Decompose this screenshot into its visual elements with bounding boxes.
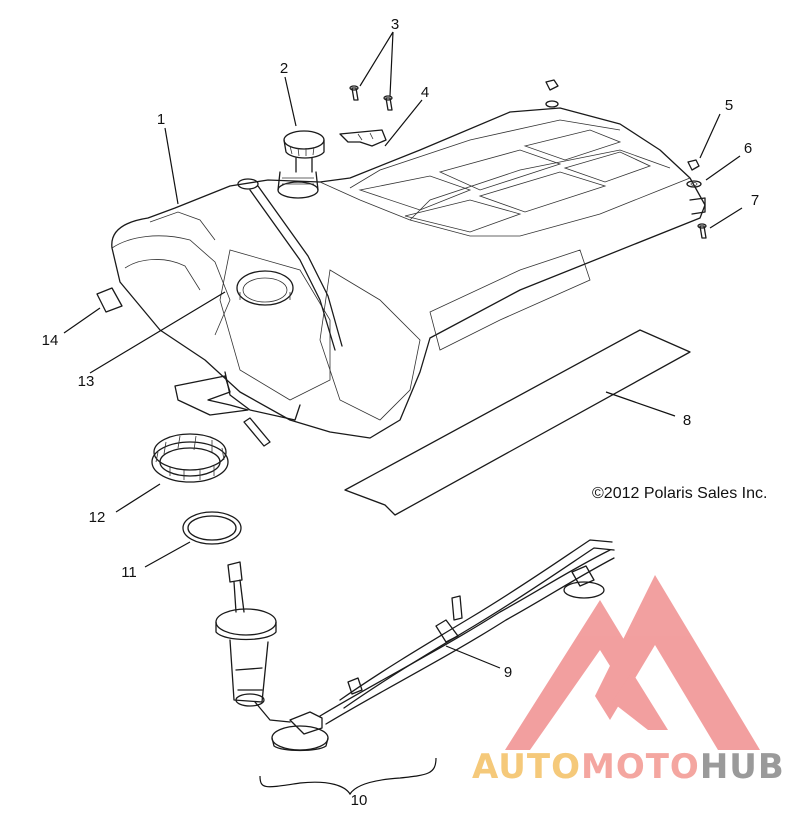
hardware: [545, 79, 707, 239]
callout-8: 8: [683, 412, 691, 429]
callout-3: 3: [391, 16, 399, 33]
callout-labels: 1 2 3 4 5 6 7 8 9 10 11 12 13 14: [42, 16, 760, 809]
callout-12: 12: [89, 509, 106, 526]
callout-2: 2: [280, 60, 288, 77]
fuel-pump-assembly: [215, 539, 615, 752]
callout-6: 6: [744, 140, 752, 157]
watermark-hub: HUB: [700, 747, 785, 787]
callout-5: 5: [725, 97, 733, 114]
copyright-notice: ©2012 Polaris Sales Inc.: [592, 485, 767, 502]
bracket: [339, 129, 387, 147]
fuel-cap: [283, 130, 325, 173]
callout-13: 13: [78, 373, 95, 390]
watermark-moto: MOTO: [581, 747, 700, 787]
lower-gasket: [174, 375, 271, 447]
bolts: [349, 85, 393, 111]
callout-10: 10: [351, 792, 368, 809]
callout-11: 11: [121, 564, 137, 581]
lock-ring: [151, 433, 229, 483]
leader-lines: [63, 31, 743, 796]
watermark-wordmark: AUTOMOTOHUB: [472, 747, 785, 787]
o-ring-seal: [182, 511, 242, 545]
callout-4: 4: [421, 84, 429, 101]
small-pad: [96, 287, 123, 313]
svg-text:AUTOMOTOHUB: AUTOMOTOHUB: [472, 747, 785, 787]
fuel-tank: [111, 107, 706, 439]
callout-14: 14: [42, 332, 59, 349]
watermark-auto: AUTO: [472, 747, 581, 787]
heat-shield-pad: [344, 329, 691, 516]
callout-7: 7: [751, 192, 759, 209]
callout-9: 9: [504, 664, 512, 681]
callout-1: 1: [157, 111, 165, 128]
automotohub-logo-icon: [505, 575, 760, 750]
